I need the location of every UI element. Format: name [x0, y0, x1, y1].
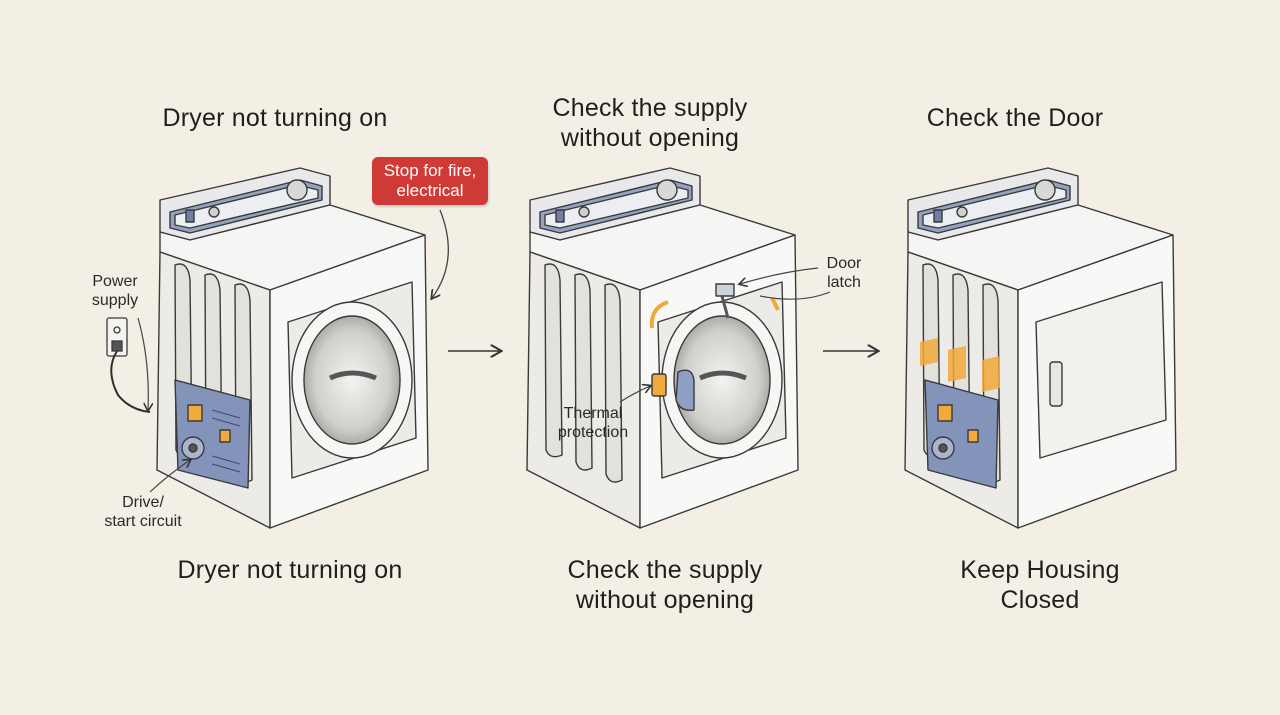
label-drive-start-circuit: Drive/ start circuit: [104, 494, 182, 530]
panel-2-title: Check the supply without opening: [552, 94, 748, 152]
leader-drive-circuit: [149, 460, 190, 493]
leader-door-latch: [740, 267, 819, 284]
label-thermal-protection: Thermal protection: [557, 405, 629, 441]
leader-door-latch-2: [759, 291, 831, 300]
panel-3-caption: Keep Housing Closed: [960, 556, 1120, 614]
dryer-2: [526, 167, 799, 529]
label-door-latch: Door latch: [826, 255, 862, 291]
dryer-1: [156, 167, 429, 529]
panel-1-title: Dryer not turning on: [162, 104, 388, 132]
leader-thermal: [619, 386, 650, 403]
label-power-supply: Power supply: [91, 273, 139, 309]
warning-badge: Stop for fire, electrical: [372, 157, 488, 205]
panel-3-title: Check the Door: [926, 104, 1104, 132]
dryer-3: [904, 167, 1177, 529]
power-outlet: [106, 317, 151, 413]
panel-1-caption: Dryer not turning on: [177, 556, 403, 584]
leader-warning: [432, 209, 449, 298]
leader-power-supply: [137, 317, 148, 410]
panel-2-caption: Check the supply without opening: [567, 556, 763, 614]
